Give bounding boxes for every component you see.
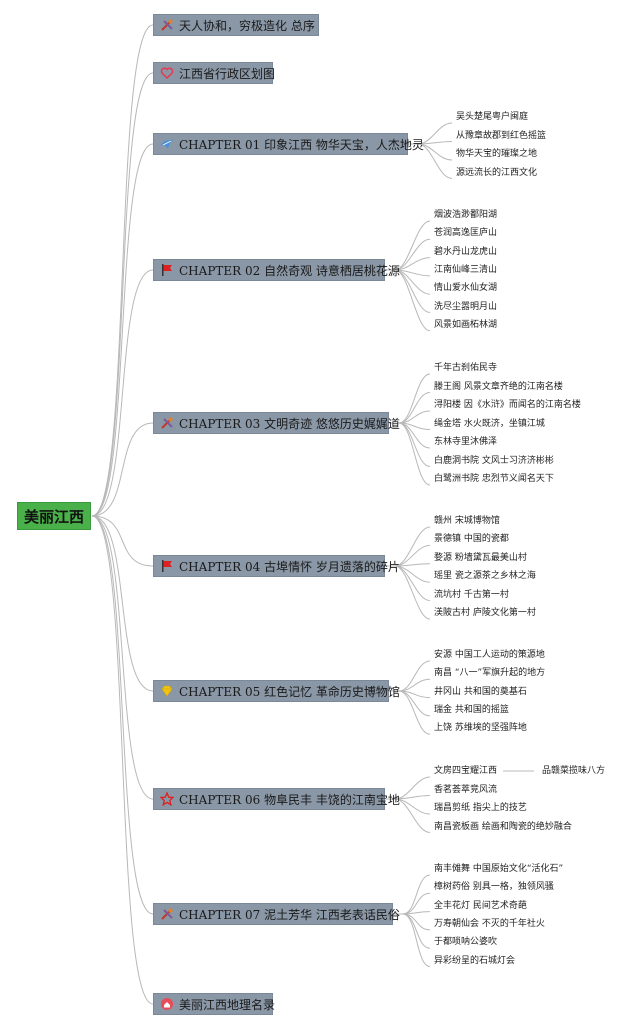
leaf-item[interactable]: 渼陂古村 庐陵文化第一村 (434, 608, 536, 618)
leaf-item[interactable]: 烟波浩渺鄱阳湖 (434, 210, 498, 220)
leaf-item[interactable]: 景德镇 中国的瓷都 (434, 534, 509, 545)
diamond-icon (160, 684, 174, 698)
leaf-item[interactable]: 绳金塔 水火既济，坐镇江城 (434, 418, 545, 429)
leaf-item[interactable]: 婺源 粉墙黛瓦最美山村 (434, 552, 527, 563)
leaf-item[interactable]: 物华天宝的璀璨之地 (456, 149, 538, 159)
topic-label: CHAPTER 01 印象江西 物华天宝，人杰地灵 (179, 137, 424, 152)
star-icon (159, 791, 175, 807)
tools-icon (160, 18, 174, 32)
leaf-item[interactable]: 从豫章故郡到红色摇篮 (456, 130, 547, 141)
bird-icon (160, 137, 174, 151)
topic-6[interactable]: CHAPTER 05 红色记忆 革命历史博物馆 (153, 680, 400, 702)
leaf-item[interactable]: 赣州 宋城博物馆 (434, 516, 500, 526)
topic-8[interactable]: CHAPTER 07 泥土芳华 江西老表话民俗 (153, 903, 400, 925)
topic-label: CHAPTER 04 古埠情怀 岁月遗落的碎片 (179, 559, 400, 574)
leaf-item[interactable]: 滕王阁 风景文章齐绝的江南名楼 (434, 381, 563, 392)
heart-icon (160, 66, 174, 80)
topic-0[interactable]: 天人协和，穷极造化 总序 (153, 14, 319, 36)
topic-1[interactable]: 江西省行政区划图 (153, 62, 276, 84)
tools-icon (160, 907, 174, 921)
leaf-item[interactable]: 全丰花灯 民间艺术奇葩 (434, 900, 527, 911)
sub-leaf-item[interactable]: 品赣菜揽味八方 (542, 766, 606, 776)
leaf-item[interactable]: 东林寺里沐佛泽 (434, 437, 498, 447)
topic-2[interactable]: CHAPTER 01 印象江西 物华天宝，人杰地灵 (153, 133, 424, 155)
leaf-item[interactable]: 洗尽尘嚣明月山 (434, 301, 498, 312)
topic-label: 天人协和，穷极造化 总序 (179, 18, 315, 33)
topic-label: CHAPTER 07 泥土芳华 江西老表话民俗 (179, 907, 400, 922)
home-icon (160, 997, 174, 1011)
leaf-item[interactable]: 南昌瓷板画 绘画和陶瓷的绝妙融合 (434, 821, 572, 832)
tools-icon (160, 416, 174, 430)
leaf-item[interactable]: 苍润高逸匡庐山 (434, 228, 498, 239)
leaf-item[interactable]: 香茗荟萃竞风流 (434, 784, 498, 795)
topic-label: CHAPTER 06 物阜民丰 丰饶的江南宝地 (179, 792, 400, 807)
topic-3[interactable]: CHAPTER 02 自然奇观 诗意栖居桃花源 (153, 259, 400, 281)
root-node[interactable]: 美丽江西 (17, 502, 91, 530)
leaf-item[interactable]: 江南仙峰三清山 (434, 264, 498, 275)
topic-label: CHAPTER 05 红色记忆 革命历史博物馆 (179, 684, 400, 699)
leaf-item[interactable]: 南丰傩舞 中国原始文化“活化石” (434, 864, 564, 874)
leaf-item[interactable]: 白鹿洞书院 文风士习济济彬彬 (434, 455, 554, 466)
topic-9[interactable]: 美丽江西地理名录 (153, 993, 276, 1015)
leaf-item[interactable]: 源远流长的江西文化 (456, 167, 538, 178)
leaf-item[interactable]: 异彩纷呈的石城灯会 (434, 955, 516, 966)
topic-7[interactable]: CHAPTER 06 物阜民丰 丰饶的江南宝地 (153, 788, 400, 810)
leaf-item[interactable]: 安源 中国工人运动的策源地 (434, 650, 545, 660)
topic-4[interactable]: CHAPTER 03 文明奇迹 悠悠历史娓娓道 (153, 412, 400, 434)
topic-label: CHAPTER 02 自然奇观 诗意栖居桃花源 (179, 263, 400, 278)
leaf-item[interactable]: 井冈山 共和国的奠基石 (434, 686, 527, 697)
leaf-item[interactable]: 瑞金 共和国的摇篮 (434, 704, 509, 715)
flag-icon (160, 559, 174, 573)
leaf-item[interactable]: 浔阳楼 因《水浒》而闻名的江南名楼 (434, 400, 581, 410)
leaf-item[interactable]: 南昌 “八一”军旗升起的地方 (434, 668, 546, 679)
leaf-item[interactable]: 上饶 苏维埃的坚强阵地 (434, 723, 527, 734)
leaf-item[interactable]: 白鹭洲书院 忠烈节义闻名天下 (434, 474, 554, 484)
leaf-item[interactable]: 文房四宝耀江西 (434, 766, 498, 776)
leaf-item[interactable]: 吴头楚尾粤户闽庭 (456, 112, 529, 122)
leaf-item[interactable]: 瑶里 瓷之源茶之乡林之海 (434, 571, 536, 582)
leaf-item[interactable]: 樟树药俗 别具一格，独领风骚 (434, 882, 554, 893)
topic-label: 江西省行政区划图 (179, 66, 276, 81)
leaf-item[interactable]: 碧水丹山龙虎山 (434, 246, 498, 257)
topic-label: CHAPTER 03 文明奇迹 悠悠历史娓娓道 (179, 416, 400, 431)
leaf-item[interactable]: 流坑村 千古第一村 (434, 589, 509, 600)
topic-label: 美丽江西地理名录 (179, 997, 276, 1012)
flag-icon (160, 263, 174, 277)
leaf-item[interactable]: 千年古刹佑民寺 (434, 363, 498, 373)
topic-5[interactable]: CHAPTER 04 古埠情怀 岁月遗落的碎片 (153, 555, 400, 577)
leaf-item[interactable]: 瑞昌剪纸 指尖上的技艺 (434, 803, 527, 813)
leaf-item[interactable]: 于都唢呐公婆吹 (434, 937, 498, 948)
leaf-item[interactable]: 万寿朝仙会 不灭的千年社火 (434, 918, 545, 929)
leaf-item[interactable]: 风景如画柘林湖 (434, 319, 498, 330)
leaf-item[interactable]: 情山爱水仙女湖 (434, 283, 498, 294)
